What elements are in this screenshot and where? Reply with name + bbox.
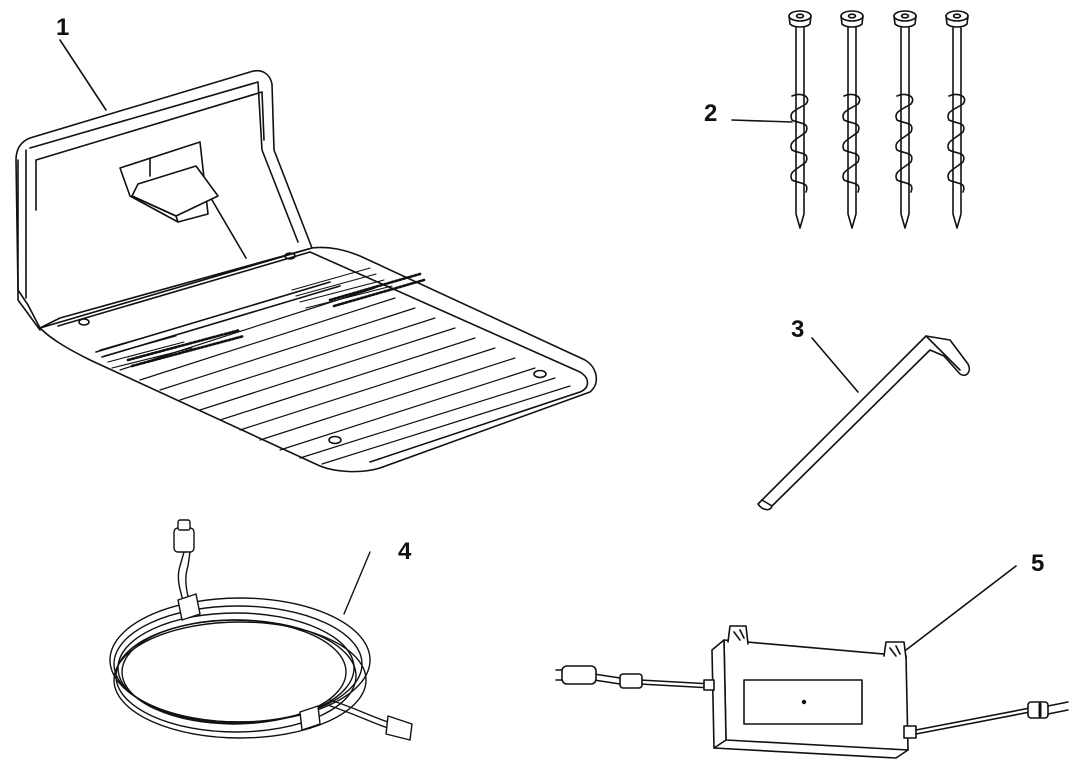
callout-number-1: 1 — [56, 14, 70, 41]
coiled-low-voltage-cable-icon — [109, 519, 413, 741]
callout-number-4: 4 — [398, 538, 412, 565]
callout-number-3: 3 — [791, 316, 805, 343]
callout-number-2: 2 — [704, 100, 718, 127]
power-supply-icon — [555, 565, 1069, 759]
charging-station-base-plate-icon — [15, 39, 598, 473]
callout-number-5: 5 — [1031, 550, 1045, 577]
screw-stakes-icon — [731, 10, 969, 229]
hex-key-icon — [757, 335, 971, 511]
